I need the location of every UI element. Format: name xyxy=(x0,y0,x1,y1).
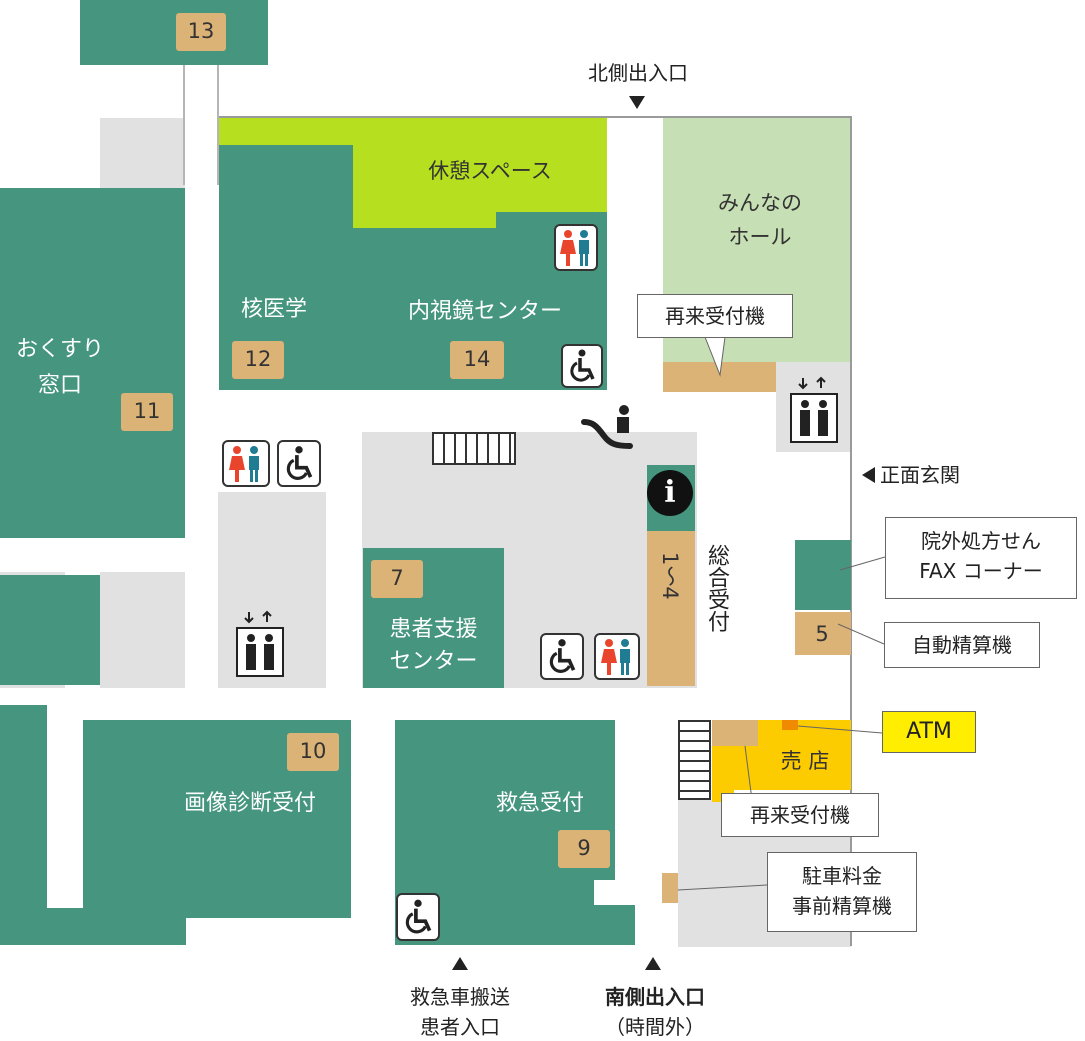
connector-wall xyxy=(183,65,219,185)
wheelchair-left-icon xyxy=(277,440,321,487)
pharmacy-label-1: おくすり xyxy=(15,337,104,362)
elevator-left-icon xyxy=(235,608,285,678)
south-entrance-label-1: 南側出入口 xyxy=(605,985,705,1009)
rest-space-label: 休憩スペース xyxy=(428,159,552,183)
main-entrance-arrow xyxy=(862,467,875,483)
reentry-machine-bottom-callout: 再来受付機 xyxy=(721,793,879,837)
imaging-reception-label: 画像診断受付 xyxy=(183,791,316,816)
emergency-reception-lower xyxy=(615,905,635,945)
room-7-number: 7 xyxy=(371,560,423,598)
parking-callout-line-2: 事前精算機 xyxy=(792,894,892,918)
imaging-reception-bottom xyxy=(83,910,186,945)
fax-corner-callout: 院外処方せん FAX コーナー xyxy=(885,517,1077,599)
room-11-number: 11 xyxy=(121,393,173,431)
restroom-center-icon xyxy=(594,633,640,680)
patient-support-label-1: 患者支援 xyxy=(389,617,478,642)
minna-hall-label-1: みんなの xyxy=(718,191,802,215)
auto-payment-callout: 自動精算機 xyxy=(884,622,1040,668)
ambulance-entrance-arrow xyxy=(452,957,468,970)
south-entrance-arrow xyxy=(645,957,661,970)
reentry-machine-top xyxy=(663,362,776,392)
room-9-number: 9 xyxy=(558,830,610,868)
ambulance-entrance-label-2: 患者入口 xyxy=(420,1015,500,1039)
emergency-notch xyxy=(594,880,624,905)
restroom-icon xyxy=(554,224,598,271)
corridor-upper-left xyxy=(100,118,185,188)
main-entrance-label: 正面玄関 xyxy=(880,463,960,487)
info-icon: i xyxy=(647,470,693,516)
room-14-number: 14 xyxy=(450,341,504,379)
ambulance-entrance-label-1: 救急車搬送 xyxy=(410,985,510,1009)
escalator-icon xyxy=(580,402,640,452)
reception-numbers: 1〜4 xyxy=(658,552,682,600)
imaging-left-strip xyxy=(0,705,47,945)
minna-hall-label-2: ホール xyxy=(728,225,792,249)
right-wall-top xyxy=(219,116,851,118)
north-entrance-label: 北側出入口 xyxy=(588,61,688,85)
parking-payment-machine xyxy=(662,873,678,903)
north-entrance-arrow xyxy=(629,96,645,109)
room-13 xyxy=(80,0,268,65)
wheelchair-icon xyxy=(561,344,603,388)
reentry-machine-top-callout: 再来受付機 xyxy=(637,294,793,338)
restroom-left-icon xyxy=(222,440,270,487)
stairs-lower-icon xyxy=(678,720,711,800)
parking-payment-callout: 駐車料金 事前精算機 xyxy=(767,852,917,932)
fax-corner xyxy=(795,540,851,610)
imaging-bottom-left xyxy=(47,908,83,945)
shop-label: 売 店 xyxy=(780,749,830,773)
pharmacy-label-2: 窓口 xyxy=(37,373,82,398)
fax-callout-line-2: FAX コーナー xyxy=(919,559,1043,583)
wheelchair-emergency-icon xyxy=(396,893,440,941)
general-reception-counter xyxy=(647,531,695,686)
fax-callout-line-1: 院外処方せん xyxy=(921,529,1041,553)
pharmacy-area xyxy=(0,188,185,538)
parking-callout-line-1: 駐車料金 xyxy=(802,864,882,888)
stairs-icon xyxy=(432,432,516,465)
south-entrance-label-2: （時間外） xyxy=(605,1015,705,1039)
wheelchair-center-icon xyxy=(540,633,584,680)
pharmacy-lower xyxy=(0,575,100,685)
general-reception-label: 総合受付 xyxy=(704,544,729,632)
room-5-number: 5 xyxy=(815,622,829,646)
room-12-number: 12 xyxy=(232,341,284,379)
room-10-number: 10 xyxy=(287,733,339,771)
endoscopy-label: 内視鏡センター xyxy=(407,299,562,324)
atm-callout: ATM xyxy=(882,711,976,753)
endoscopy-upper-a xyxy=(353,228,496,253)
emergency-reception-label: 救急受付 xyxy=(495,791,584,816)
room-13-number: 13 xyxy=(176,13,226,51)
right-wall xyxy=(850,116,852,946)
nuclear-medicine-label: 核医学 xyxy=(240,297,307,322)
reentry-machine-bottom xyxy=(712,720,758,746)
endoscopy-upper-c xyxy=(496,212,524,252)
elevator-right-icon xyxy=(789,374,839,444)
patient-support-label-2: センター xyxy=(389,649,478,674)
atm-spot xyxy=(782,720,798,730)
